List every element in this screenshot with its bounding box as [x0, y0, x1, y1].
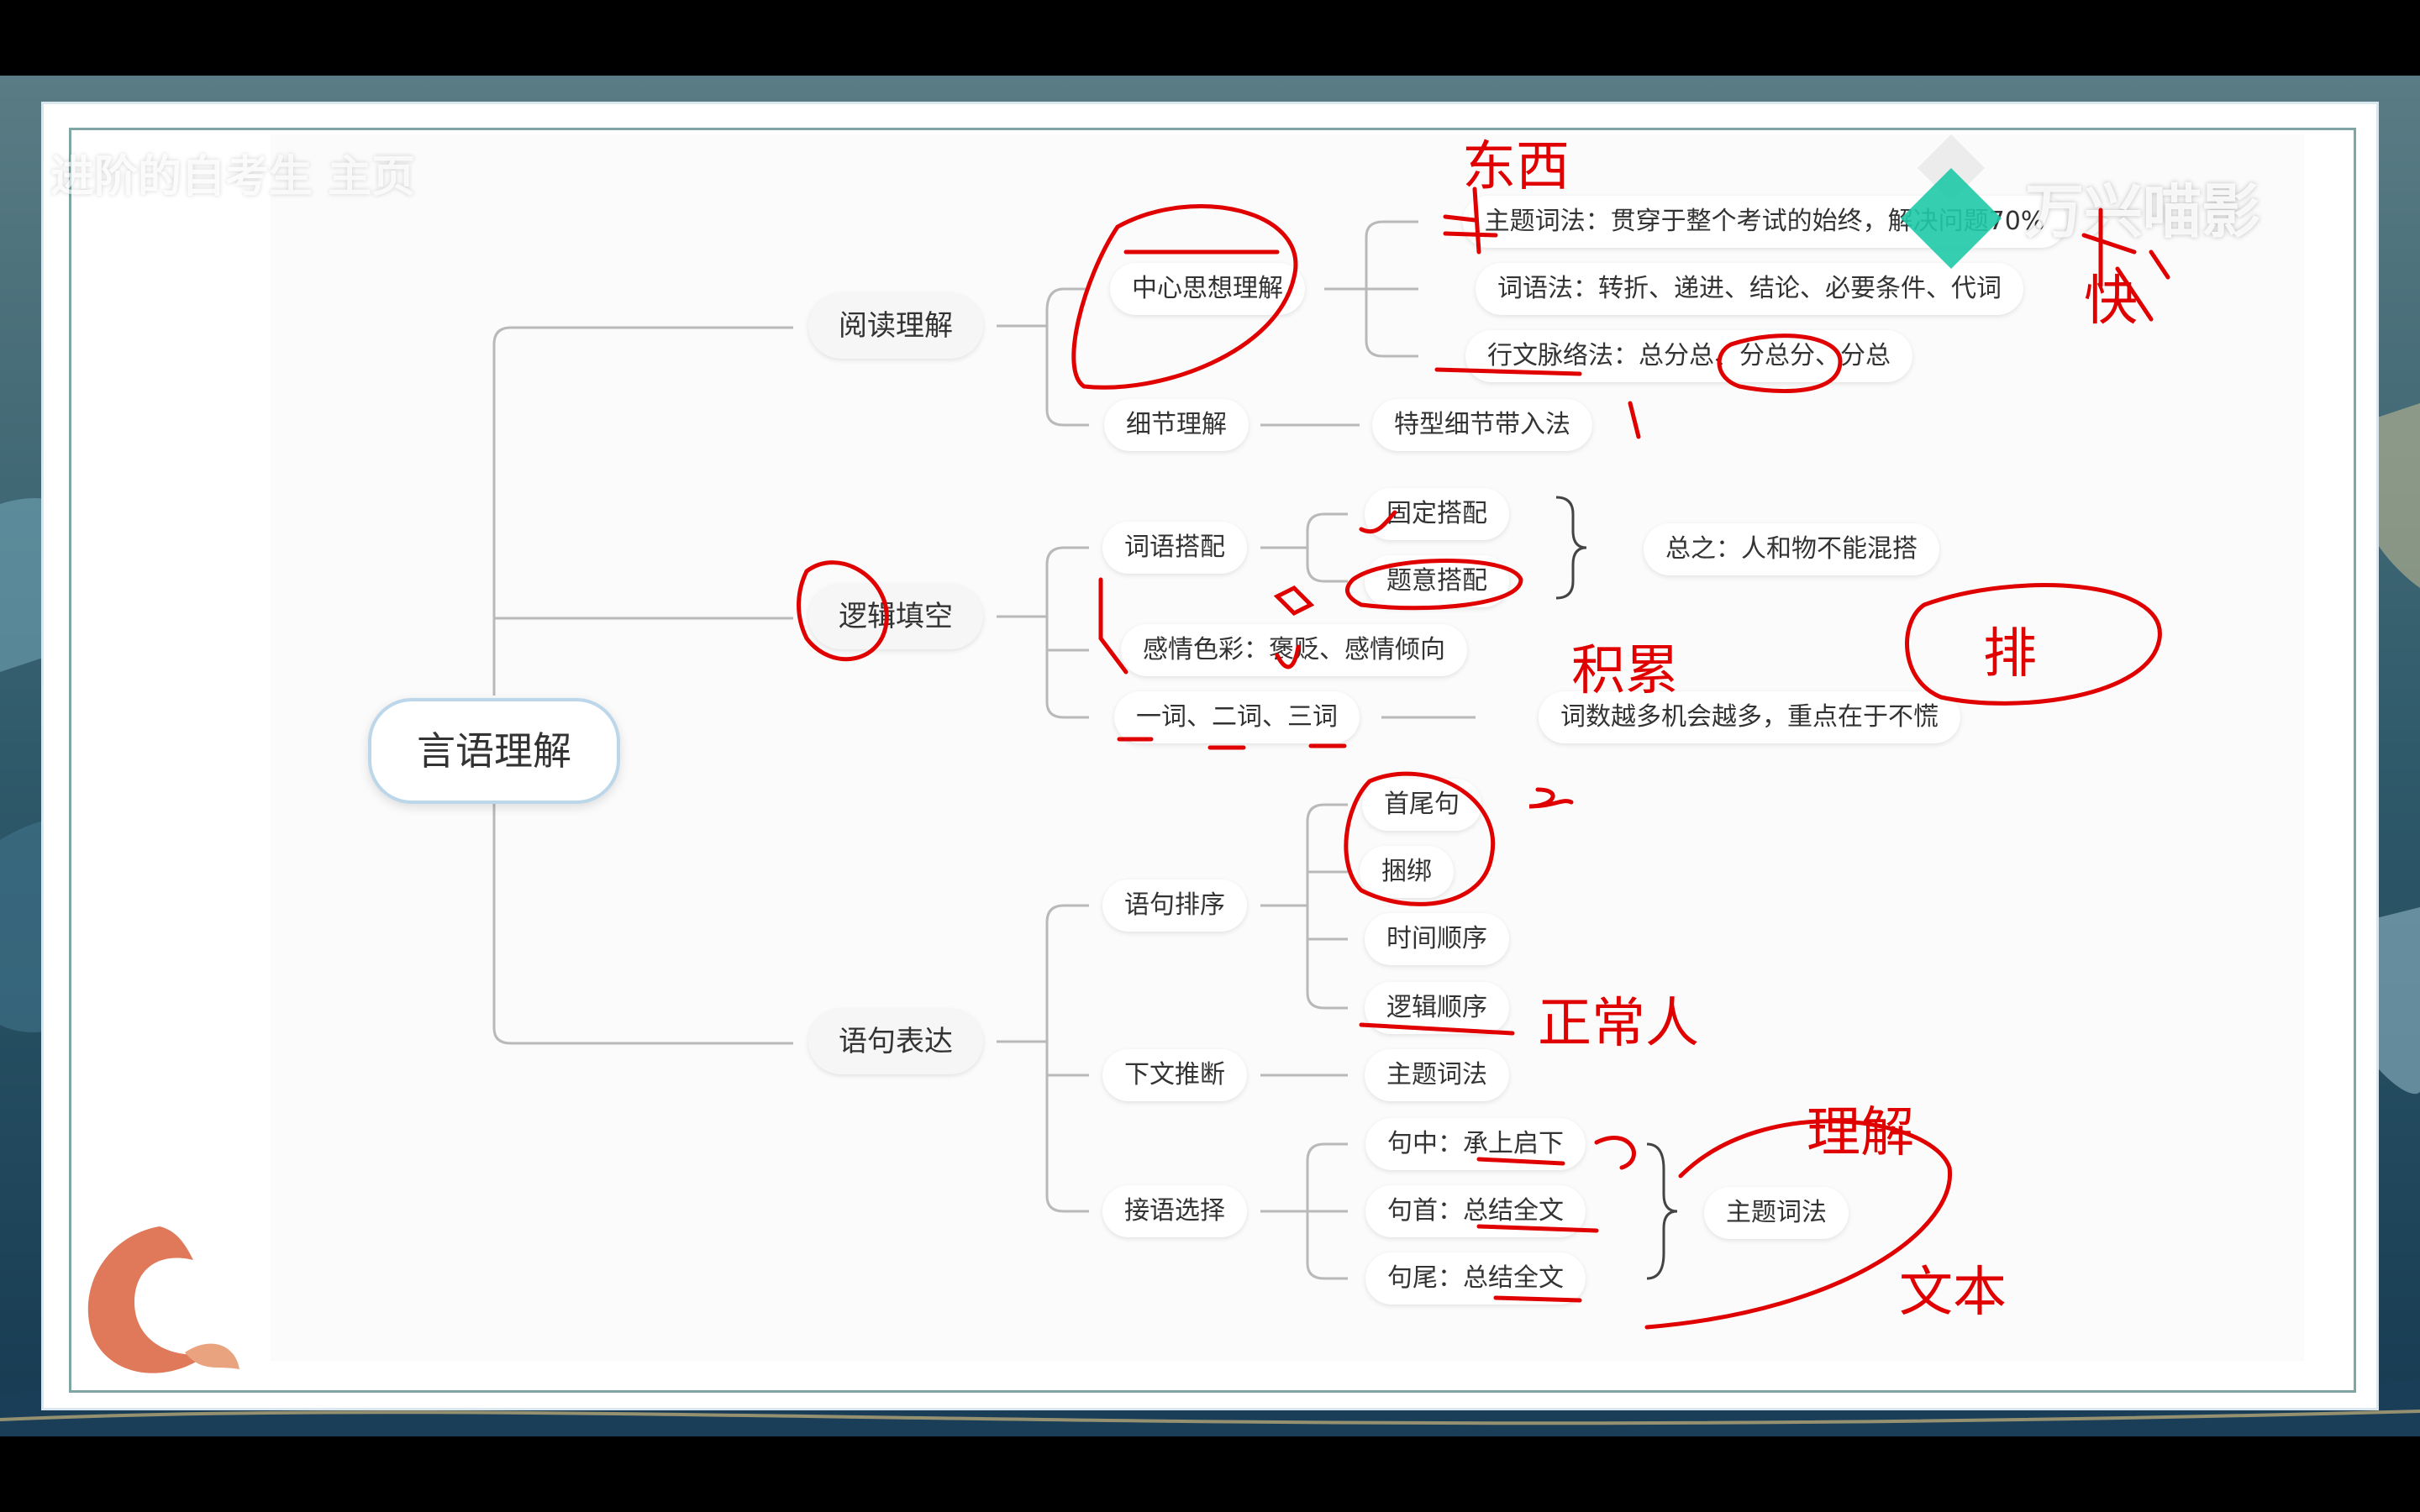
node-structure-method[interactable]: 行文脉络法：总分总、分总分、分总 [1465, 330, 1912, 382]
node-meaning-collocation[interactable]: 题意搭配 [1365, 555, 1509, 607]
node-mid-sentence[interactable]: 句中：承上启下 [1365, 1118, 1586, 1170]
node-logic-order[interactable]: 逻辑顺序 [1365, 982, 1509, 1034]
node-connect-summary[interactable]: 主题词法 [1704, 1187, 1849, 1239]
node-word-method[interactable]: 词语法：转折、递进、结论、必要条件、代词 [1476, 263, 2023, 315]
node-detail-method[interactable]: 特型细节带入法 [1372, 399, 1592, 451]
node-reading[interactable]: 阅读理解 [808, 293, 983, 359]
slide-frame [69, 128, 2356, 1393]
node-word-count[interactable]: 一词、二词、三词 [1114, 691, 1360, 743]
node-first-sentence[interactable]: 句首：总结全文 [1365, 1185, 1586, 1237]
node-inference[interactable]: 下文推断 [1102, 1049, 1247, 1101]
node-logic-fill[interactable]: 逻辑填空 [808, 584, 983, 649]
watermark-top-left: 进阶的自考生 主页 [50, 152, 416, 202]
node-binding[interactable]: 捆绑 [1360, 846, 1454, 898]
node-time-order[interactable]: 时间顺序 [1365, 913, 1509, 965]
node-center-idea[interactable]: 中心思想理解 [1110, 263, 1305, 315]
node-word-count-note[interactable]: 词数越多机会越多，重点在于不慌 [1539, 691, 1960, 743]
watermark-brand: 万兴喵影 [2025, 177, 2260, 246]
node-inference-method[interactable]: 主题词法 [1365, 1049, 1509, 1101]
koi-fish-icon [87, 1226, 239, 1373]
mindmap-root[interactable]: 言语理解 [368, 698, 620, 804]
node-detail[interactable]: 细节理解 [1104, 399, 1249, 451]
node-emotion[interactable]: 感情色彩：褒贬、感情倾向 [1121, 624, 1467, 676]
node-last-sentence[interactable]: 句尾：总结全文 [1365, 1252, 1586, 1305]
node-fixed-collocation[interactable]: 固定搭配 [1365, 488, 1509, 540]
node-connect-choice[interactable]: 接语选择 [1102, 1185, 1247, 1237]
brand-logo-icon [1901, 134, 2002, 269]
node-collocation[interactable]: 词语搭配 [1102, 522, 1247, 574]
node-collocation-summary[interactable]: 总之：人和物不能混搭 [1644, 523, 1939, 575]
node-head-tail[interactable]: 首尾句 [1362, 779, 1481, 831]
node-sentence-order[interactable]: 语句排序 [1102, 879, 1247, 932]
node-sentence-expression[interactable]: 语句表达 [808, 1009, 983, 1074]
